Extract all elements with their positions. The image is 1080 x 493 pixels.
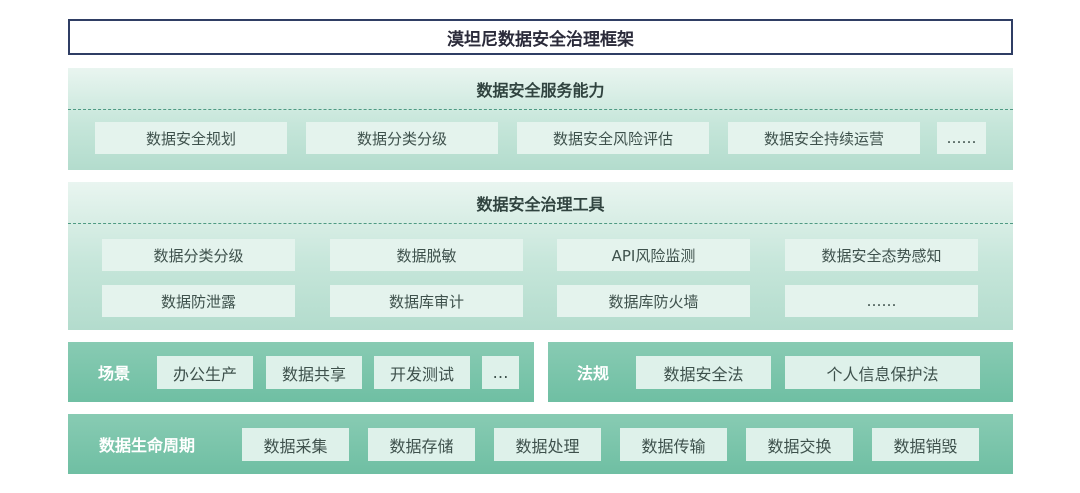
- scene-item-office: 办公生产: [157, 356, 253, 389]
- service-item-classification: 数据分类分级: [306, 122, 498, 154]
- lifecycle-item-processing: 数据处理: [494, 428, 601, 461]
- service-item-more: ……: [937, 122, 986, 154]
- tool-item-masking: 数据脱敏: [330, 239, 523, 271]
- framework-title: 漠坦尼数据安全治理框架: [68, 19, 1013, 55]
- lifecycle-item-destruction: 数据销毁: [872, 428, 979, 461]
- services-heading: 数据安全服务能力: [68, 68, 1013, 110]
- law-item-data-security-law: 数据安全法: [636, 356, 771, 389]
- tool-item-db-audit: 数据库审计: [330, 285, 523, 317]
- tool-item-more: ……: [785, 285, 978, 317]
- tool-item-db-firewall: 数据库防火墙: [557, 285, 750, 317]
- lifecycle-item-transmission: 数据传输: [620, 428, 727, 461]
- laws-label: 法规: [577, 364, 610, 383]
- tools-panel: 数据安全治理工具 数据分类分级 数据脱敏 API风险监测 数据安全态势感知 数据…: [68, 182, 1013, 330]
- lifecycle-item-exchange: 数据交换: [746, 428, 853, 461]
- tools-heading: 数据安全治理工具: [68, 182, 1013, 224]
- scene-item-dev-test: 开发测试: [374, 356, 470, 389]
- scenes-bar: 场景 办公生产 数据共享 开发测试 …: [68, 342, 534, 402]
- laws-bar: 法规 数据安全法 个人信息保护法: [548, 342, 1013, 402]
- services-panel: 数据安全服务能力 数据安全规划 数据分类分级 数据安全风险评估 数据安全持续运营…: [68, 68, 1013, 170]
- scene-item-more: …: [482, 356, 519, 389]
- scenes-label: 场景: [98, 364, 131, 383]
- scene-item-sharing: 数据共享: [266, 356, 362, 389]
- service-item-risk-assessment: 数据安全风险评估: [517, 122, 709, 154]
- service-item-operations: 数据安全持续运营: [728, 122, 920, 154]
- tool-item-situation-awareness: 数据安全态势感知: [785, 239, 978, 271]
- tool-item-api-monitoring: API风险监测: [557, 239, 750, 271]
- lifecycle-label: 数据生命周期: [99, 436, 196, 455]
- service-item-planning: 数据安全规划: [95, 122, 287, 154]
- tool-item-dlp: 数据防泄露: [102, 285, 295, 317]
- tool-item-classification: 数据分类分级: [102, 239, 295, 271]
- lifecycle-item-collection: 数据采集: [242, 428, 349, 461]
- lifecycle-bar: 数据生命周期 数据采集 数据存储 数据处理 数据传输 数据交换 数据销毁: [68, 414, 1013, 474]
- law-item-pipl: 个人信息保护法: [785, 356, 980, 389]
- lifecycle-item-storage: 数据存储: [368, 428, 475, 461]
